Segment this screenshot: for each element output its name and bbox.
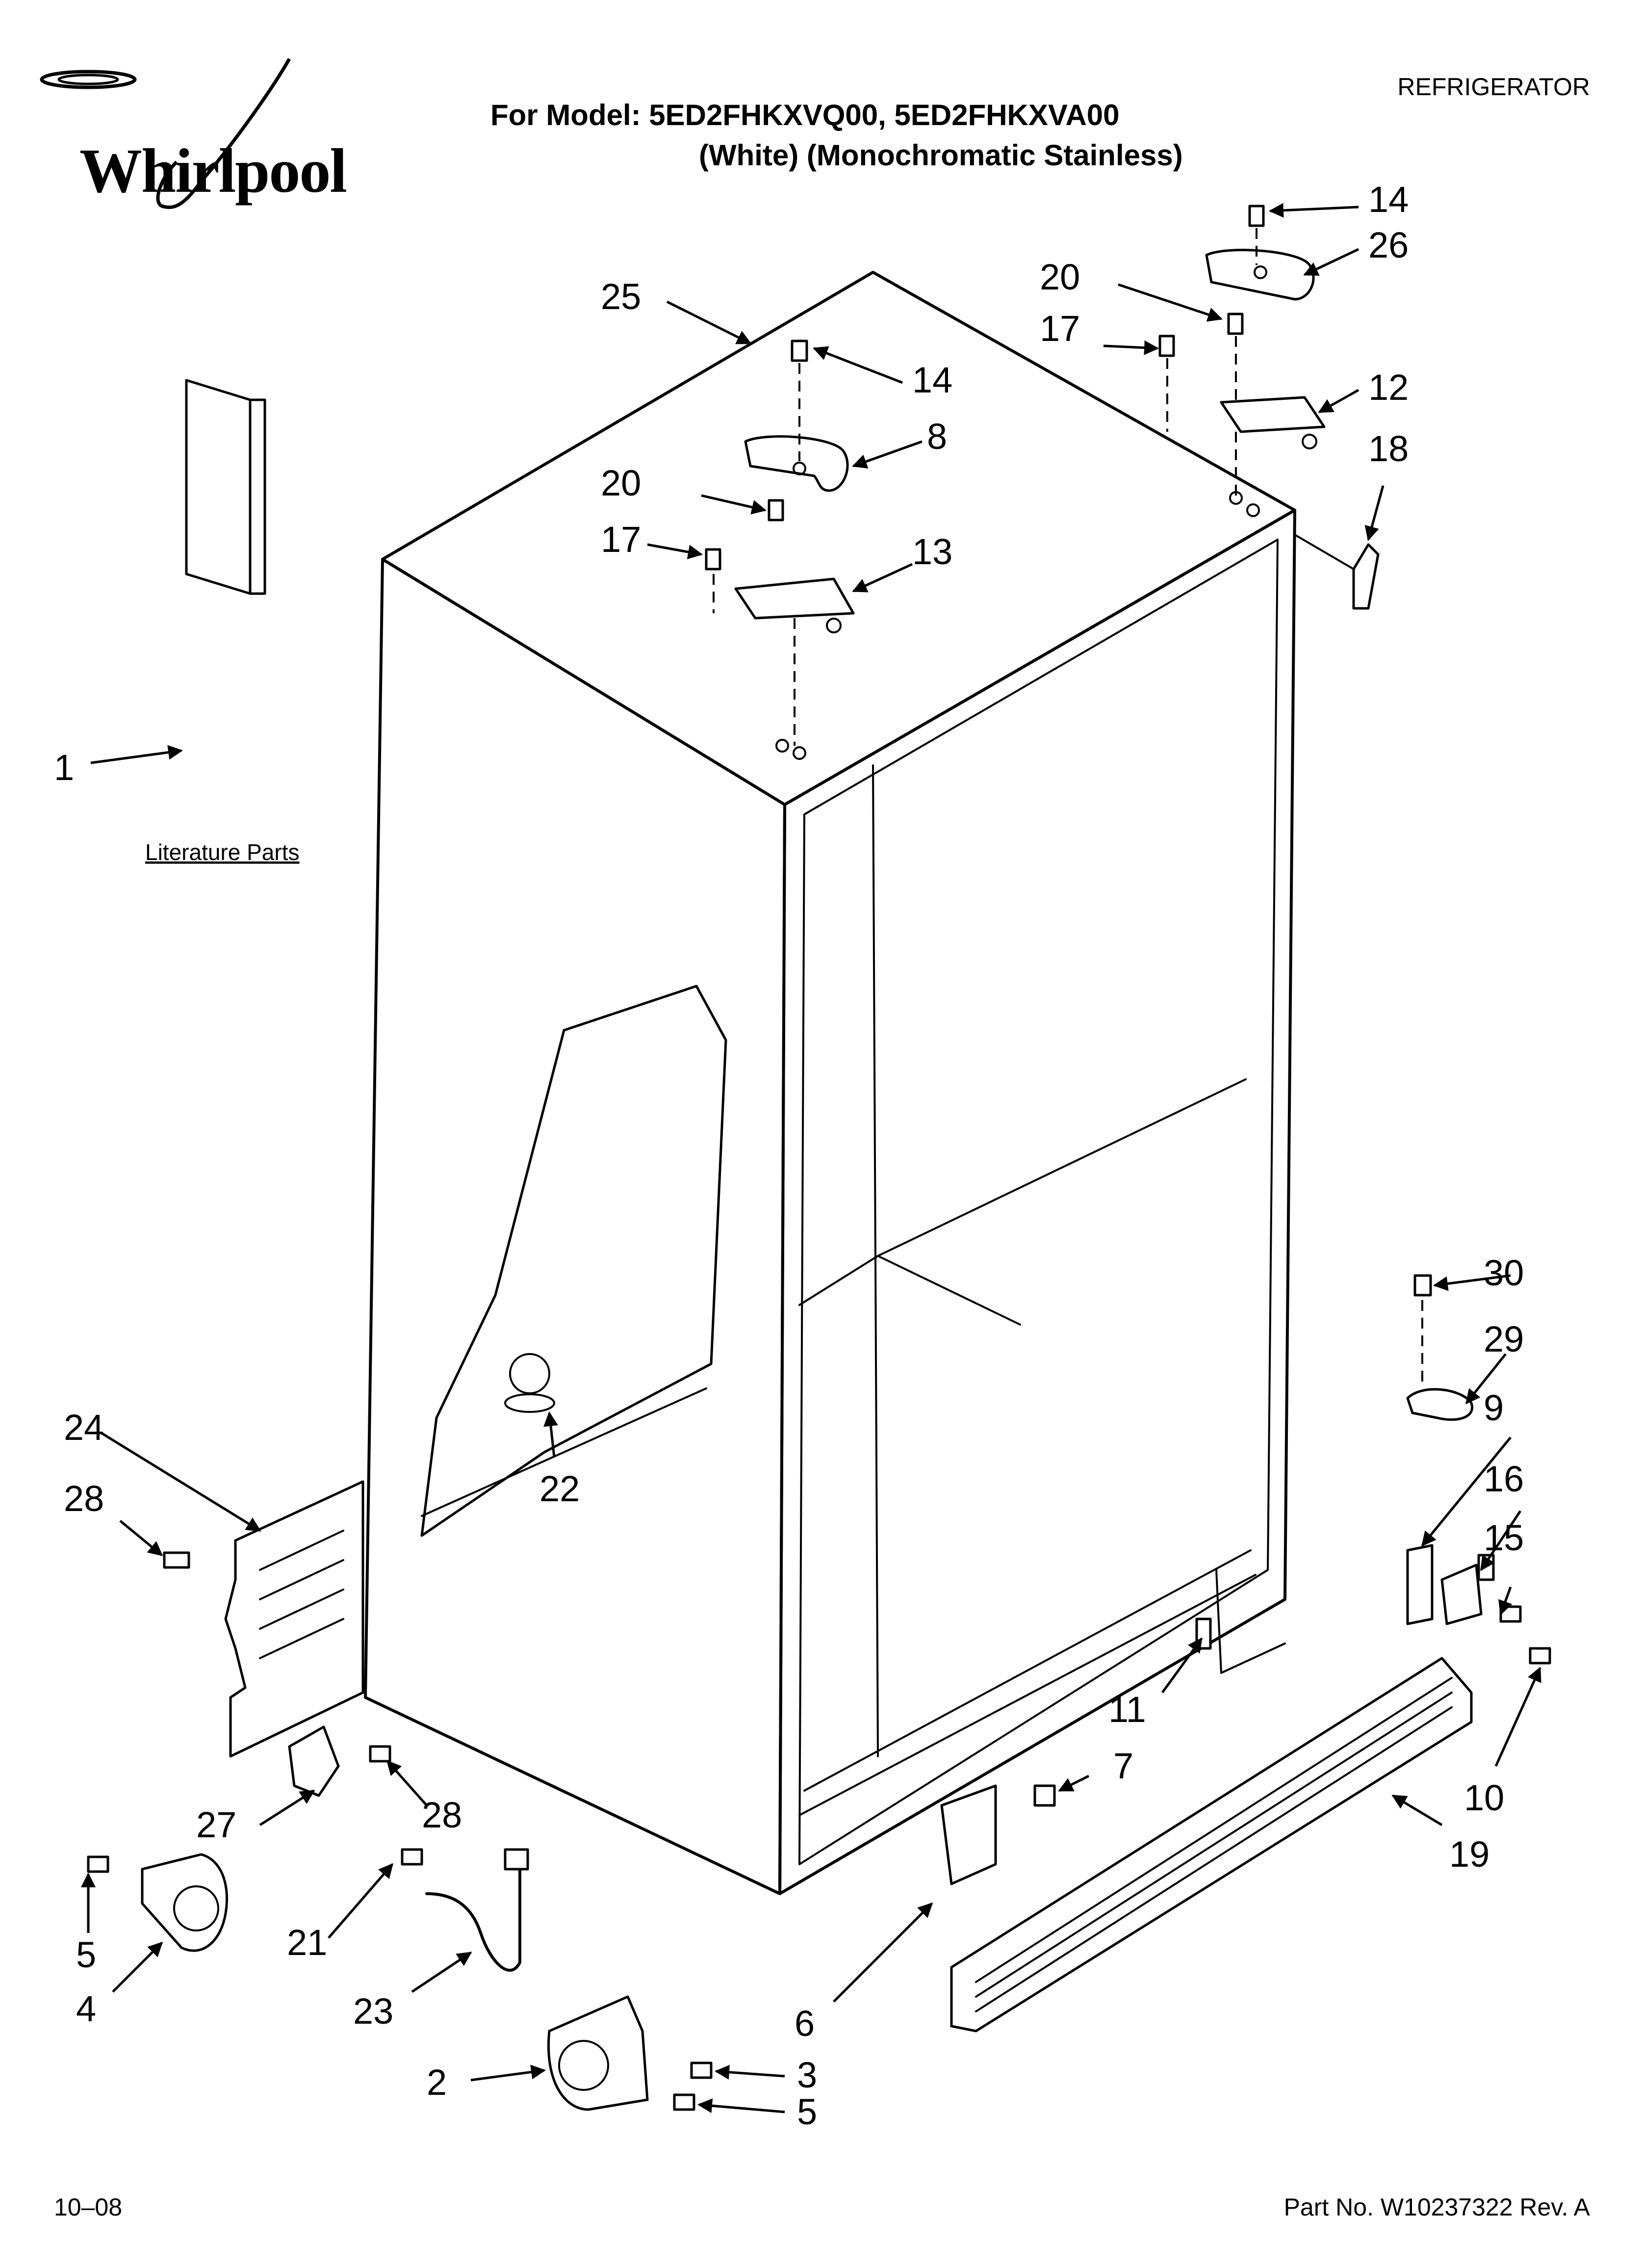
toe-grille-parts xyxy=(940,1274,1551,2033)
callout-17-right: 17 xyxy=(1040,308,1080,349)
callout-2: 2 xyxy=(427,2062,447,2103)
callout-23: 23 xyxy=(353,1991,393,2032)
callout-8: 8 xyxy=(927,416,947,457)
callout-16: 16 xyxy=(1484,1459,1524,1499)
whirlpool-swirl-icon xyxy=(40,58,291,209)
callout-11: 11 xyxy=(1108,1689,1146,1730)
callout-19: 19 xyxy=(1449,1834,1489,1875)
model-line: For Model: 5ED2FHKXVQ00, 5ED2FHKXVA00 xyxy=(490,99,1120,131)
literature-parts-label: Literature Parts xyxy=(145,839,299,865)
callout-28-lower: 28 xyxy=(422,1795,462,1835)
footer-date: 10–08 xyxy=(54,2193,123,2221)
callout-4: 4 xyxy=(76,1988,96,2029)
top-hinge-left xyxy=(705,339,855,760)
callout-20-left: 20 xyxy=(601,463,641,503)
callout-25: 25 xyxy=(601,276,641,317)
callout-26: 26 xyxy=(1368,225,1409,265)
rear-access-panel xyxy=(163,1480,364,1758)
callout-9: 9 xyxy=(1484,1387,1504,1428)
category-label: REFRIGERATOR xyxy=(1397,73,1590,101)
callout-17-left: 17 xyxy=(601,519,641,560)
callout-labels: 1 25 14 8 20 17 13 14 26 20 17 12 18 22 … xyxy=(54,179,1524,2132)
callout-7: 7 xyxy=(1113,1746,1133,1786)
callout-10: 10 xyxy=(1464,1777,1504,1818)
cabinet-outline xyxy=(364,271,1296,1895)
callout-20-right: 20 xyxy=(1040,257,1080,297)
callout-22: 22 xyxy=(539,1468,580,1509)
callout-12: 12 xyxy=(1368,367,1409,408)
brand-wordmark: Whirlpool xyxy=(79,136,347,206)
callout-15: 15 xyxy=(1484,1517,1524,1558)
callout-6: 6 xyxy=(795,2003,815,2044)
callout-3: 3 xyxy=(797,2055,817,2095)
callout-30: 30 xyxy=(1484,1252,1524,1293)
callout-13: 13 xyxy=(912,531,952,572)
callout-24: 24 xyxy=(64,1407,104,1448)
variant-line: (White) (Monochromatic Stainless) xyxy=(699,139,1183,172)
top-hinge-right xyxy=(1158,205,1380,610)
callout-27: 27 xyxy=(196,1804,236,1845)
callout-5-left: 5 xyxy=(76,1934,96,1975)
callout-28-left: 28 xyxy=(64,1478,104,1519)
rear-roller-parts xyxy=(87,1353,713,2111)
callout-18: 18 xyxy=(1368,428,1409,469)
literature-parts-book xyxy=(185,379,266,595)
callout-14-left: 14 xyxy=(912,360,952,400)
callout-1: 1 xyxy=(54,747,74,788)
callout-14-right: 14 xyxy=(1368,179,1409,220)
whirlpool-logo: Whirlpool xyxy=(15,49,358,226)
footer-part-number: Part No. W10237322 Rev. A xyxy=(1283,2193,1590,2221)
callout-29: 29 xyxy=(1484,1319,1524,1359)
callout-5-bottom: 5 xyxy=(797,2091,817,2132)
callout-21: 21 xyxy=(287,1922,327,1963)
callout-leaders xyxy=(81,203,1541,2113)
